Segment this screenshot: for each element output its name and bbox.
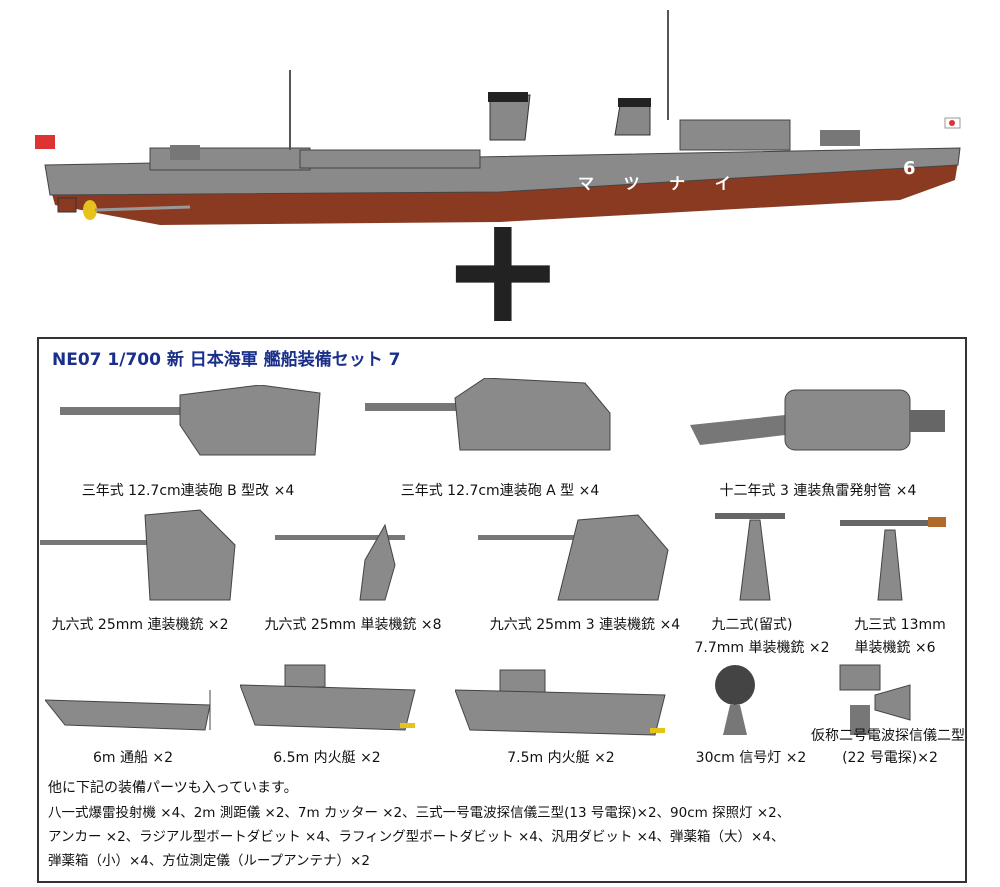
type92-mg-image [715,513,785,601]
notes-line: 弾薬箱（小）×4、方位測定儀（ループアンテナ）×2 [48,853,370,869]
plus-sign: + [440,183,566,357]
7-5m-launch-image [455,669,666,736]
part-label: 単装機銃 ×6 [854,640,936,656]
destroyer-illustration [35,10,961,225]
part-label: 九六式 25mm 3 連装機銃 ×4 [489,617,681,633]
6-5m-launch-image [240,664,416,731]
part-label: 30cm 信号灯 ×2 [695,750,807,766]
signal-lamp-image [715,665,755,735]
equipment-set-panel [37,337,967,883]
notes-line: 他に下記の装備パーツも入っています。 [48,780,298,796]
part-label: 三年式 12.7cm連装砲 B 型改 ×4 [81,483,295,499]
part-label: (22 号電探)×2 [842,750,938,766]
radar-22-image [839,664,911,735]
part-label: 九六式 25mm 単装機銃 ×8 [264,617,442,633]
type93-mg-image [840,517,946,601]
triple-25mm-image [478,514,669,601]
part-label: 7.5m 内火艇 ×2 [507,750,615,766]
part-label: 九三式 13mm [854,617,946,633]
part-label: 7.7mm 単装機銃 ×2 [694,640,830,656]
hull-number: 6 [903,158,916,179]
part-label: 仮称二号電波探信儀二型 [811,728,965,744]
part-label: 九六式 25mm 連装機銃 ×2 [51,617,229,633]
part-label: 三年式 12.7cm連装砲 A 型 ×4 [400,483,600,499]
single-25mm-image [275,523,405,601]
torpedo-tube-image [690,389,945,451]
notes-line: アンカー ×2、ラジアル型ボートダビット ×4、ラフィング型ボートダビット ×4… [48,829,785,845]
twin-gun-b-image [60,385,321,456]
twin-gun-a-image [365,378,611,451]
twin-25mm-image [40,509,236,601]
hull-text: マ ツ ナ イ [578,174,743,193]
part-label: 6m 通船 ×2 [92,750,174,766]
part-label: 6.5m 内火艇 ×2 [273,750,381,766]
panel-title: NE07 1/700 新 日本海軍 艦船装備セット 7 [52,350,401,370]
6m-boat-image [45,690,211,731]
part-label: 九二式(留式) [711,617,793,633]
notes-line: 八一式爆雷投射機 ×4、2m 測距儀 ×2、7m カッター ×2、三式一号電波探… [48,805,791,821]
part-label: 十二年式 3 連装魚雷発射管 ×4 [719,483,917,499]
